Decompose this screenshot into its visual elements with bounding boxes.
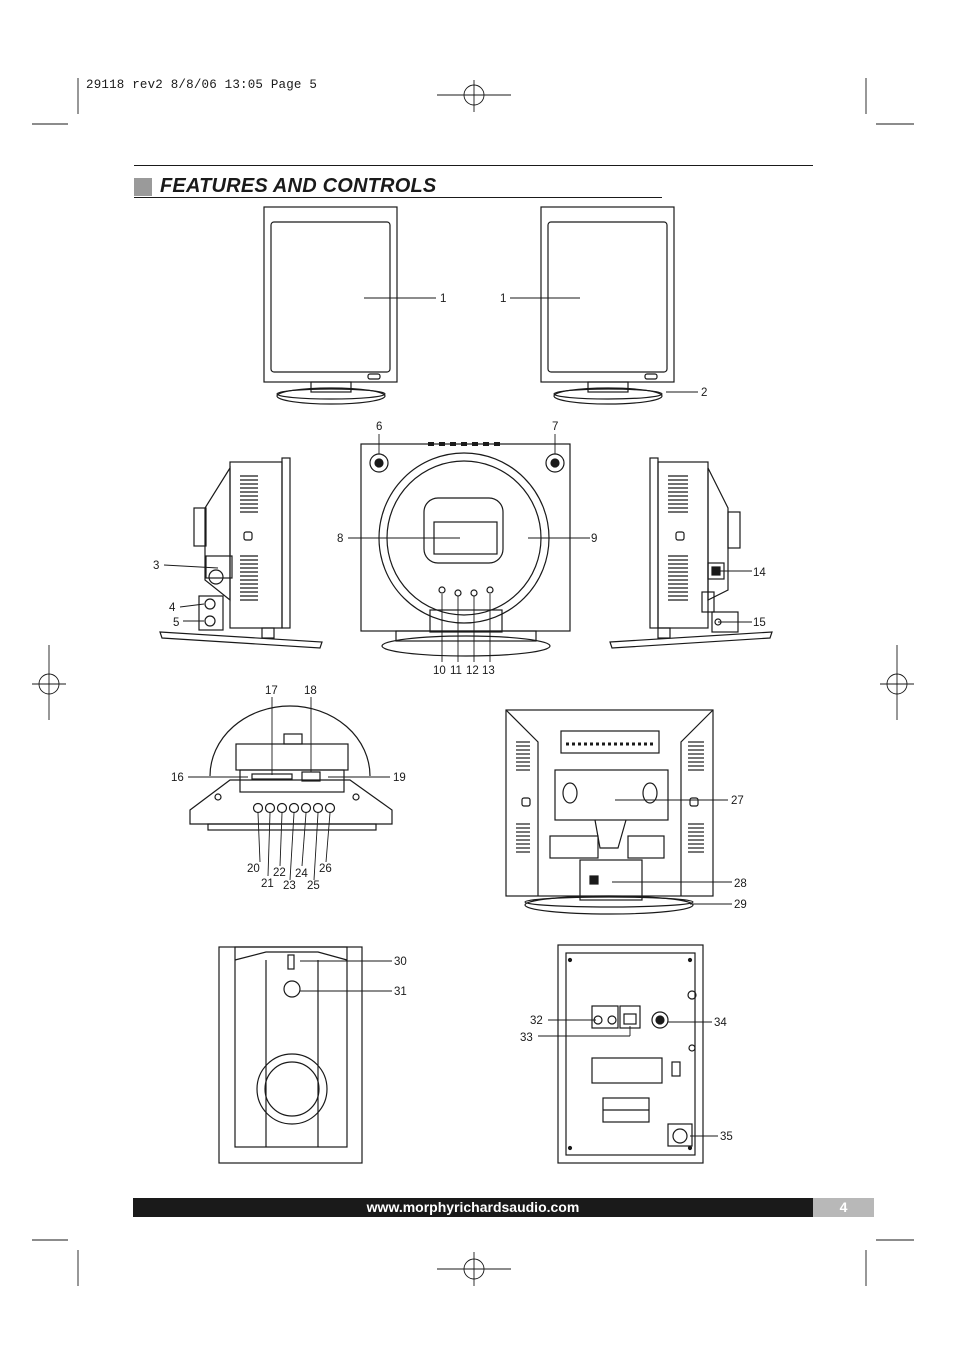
callout-21: 21 <box>261 878 274 890</box>
footer-url[interactable]: www.morphyrichardsaudio.com <box>133 1198 813 1217</box>
registration-mark-top <box>437 80 511 112</box>
heading-rule <box>134 197 662 198</box>
page-title: FEATURES AND CONTROLS <box>160 175 437 197</box>
callout-30: 30 <box>394 956 407 968</box>
callout-32: 32 <box>530 1015 543 1027</box>
speaker-front-right <box>540 206 675 405</box>
callout-13: 13 <box>482 665 495 677</box>
callout-31: 31 <box>394 986 407 998</box>
callout-leaders <box>163 297 752 1137</box>
subwoofer-front <box>218 946 363 1164</box>
callout-8: 8 <box>337 533 343 545</box>
callout-24: 24 <box>295 868 308 880</box>
callout-22: 22 <box>273 867 286 879</box>
callout-35: 35 <box>720 1131 733 1143</box>
callout-5: 5 <box>173 617 179 629</box>
callout-27: 27 <box>731 795 744 807</box>
subwoofer-rear <box>557 944 704 1164</box>
top-rule <box>134 165 813 166</box>
registration-mark-right <box>880 645 914 720</box>
heading-marker <box>134 178 152 196</box>
callout-1a: 1 <box>440 293 446 305</box>
section-heading: FEATURES AND CONTROLS <box>134 175 662 198</box>
callout-2: 2 <box>701 387 707 399</box>
main-unit-side-left <box>159 457 323 649</box>
callout-14: 14 <box>753 567 766 579</box>
callout-10: 10 <box>433 665 446 677</box>
crop-marks <box>32 78 914 1286</box>
callout-25: 25 <box>307 880 320 892</box>
callout-6: 6 <box>376 421 382 433</box>
callout-18: 18 <box>304 685 317 697</box>
registration-mark-left <box>32 645 66 720</box>
main-unit-top-view <box>189 705 393 831</box>
callout-labels: 1 1 2 3 4 5 6 7 8 9 10 11 12 13 14 15 16… <box>153 293 766 1143</box>
callout-23: 23 <box>283 880 296 892</box>
page-number: 4 <box>813 1198 874 1217</box>
callout-11: 11 <box>450 665 462 677</box>
print-slug: 29118 rev2 8/8/06 13:05 Page 5 <box>86 78 318 92</box>
callout-29: 29 <box>734 899 747 911</box>
callout-3: 3 <box>153 560 159 572</box>
callout-34: 34 <box>714 1017 727 1029</box>
callout-33: 33 <box>520 1032 533 1044</box>
callout-26: 26 <box>319 863 332 875</box>
callout-17: 17 <box>265 685 278 697</box>
callout-28: 28 <box>734 878 747 890</box>
callout-12: 12 <box>466 665 479 677</box>
callout-19: 19 <box>393 772 406 784</box>
callout-9: 9 <box>591 533 597 545</box>
registration-mark-bottom <box>437 1252 511 1286</box>
callout-1b: 1 <box>500 293 506 305</box>
callout-16: 16 <box>171 772 184 784</box>
callout-15: 15 <box>753 617 766 629</box>
main-unit-side-right <box>609 457 773 649</box>
callout-7: 7 <box>552 421 558 433</box>
callout-4: 4 <box>169 602 176 614</box>
speaker-front-left <box>263 206 398 405</box>
callout-20: 20 <box>247 863 260 875</box>
main-unit-front <box>360 442 571 657</box>
main-unit-rear <box>505 709 714 915</box>
